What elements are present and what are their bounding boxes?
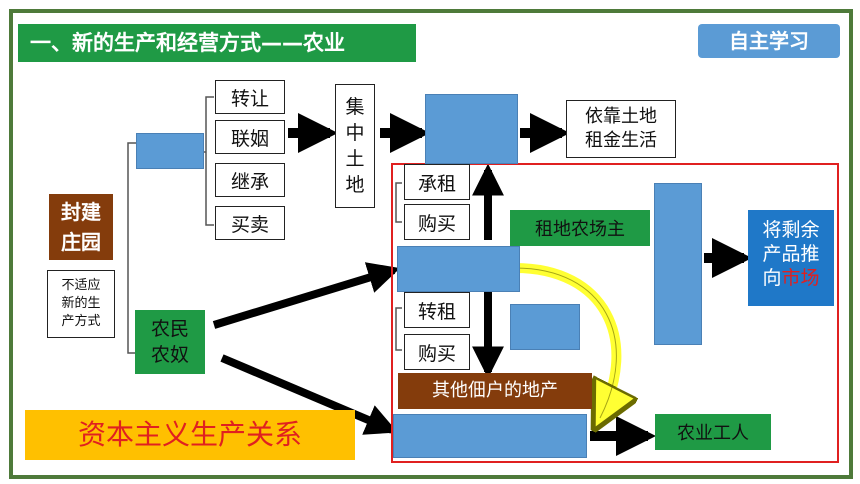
methods-bracket [204, 96, 214, 226]
method-purchase-lower: 购买 [404, 334, 470, 370]
left-bracket [127, 142, 136, 354]
blank-box-center [397, 246, 520, 292]
unsuitable-note: 不适应 新的生 产方式 [47, 270, 115, 338]
lower-bracket [395, 307, 402, 351]
capitalist-relations-caption: 资本主义生产关系 [25, 410, 355, 460]
blank-box-bottom [393, 414, 587, 458]
capitalist-area-frame [391, 163, 839, 463]
upper-bracket [395, 182, 402, 223]
market-highlight: 市场 [781, 267, 820, 289]
peasants-serfs-label: 农民 农奴 [135, 310, 205, 374]
rentier-label: 依靠土地 租金生活 [566, 100, 676, 158]
section-title: 一、新的生产和经营方式——农业 [18, 24, 416, 62]
agricultural-worker-label: 农业工人 [655, 414, 771, 450]
market-label: 将剩余 产品推 向市场 [748, 210, 834, 306]
market-label-text: 将剩余 产品推 向 [762, 219, 820, 289]
method-inherit: 继承 [215, 163, 285, 197]
tenant-land-label: 其他佃户的地产 [398, 373, 592, 409]
method-marriage: 联姻 [215, 120, 285, 154]
feudal-estate-label: 封建 庄园 [49, 194, 113, 260]
method-buy-sell: 买卖 [215, 206, 285, 240]
method-lease: 承租 [404, 164, 470, 200]
arrow-peasants-down [220, 354, 398, 435]
self-study-badge: 自主学习 [698, 24, 840, 58]
tenant-farmer-label: 租地农场主 [510, 210, 650, 246]
blank-box-upper-left [136, 133, 204, 169]
blank-box-top [425, 94, 518, 164]
method-sublease: 转租 [404, 292, 470, 328]
blank-box-tall [654, 183, 702, 345]
method-purchase-upper: 购买 [404, 204, 470, 240]
concentrate-land-label: 集 中 土 地 [335, 84, 375, 208]
arrow-peasants-up [212, 262, 401, 329]
blank-box-small [510, 304, 580, 350]
method-transfer: 转让 [215, 80, 285, 114]
